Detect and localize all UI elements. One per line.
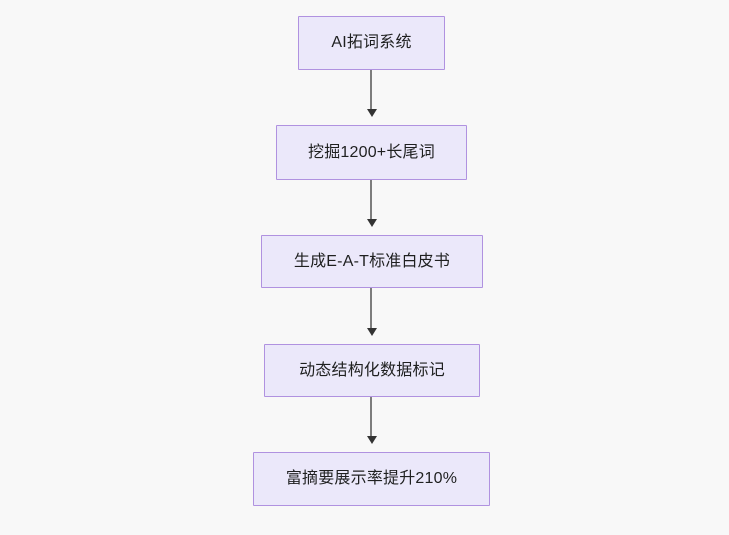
flow-node-n2[interactable]: 挖掘1200+长尾词: [276, 125, 467, 180]
edge-line: [370, 288, 372, 329]
edge-arrowhead-icon: [367, 328, 377, 336]
flow-node-n4[interactable]: 动态结构化数据标记: [264, 344, 480, 397]
flow-node-label: 生成E-A-T标准白皮书: [293, 252, 451, 270]
edge-arrowhead-icon: [367, 436, 377, 444]
flow-node-label: 富摘要展示率提升210%: [285, 470, 458, 487]
flow-node-label: AI拓词系统: [331, 34, 412, 51]
edge-line: [370, 180, 372, 220]
edge-arrowhead-icon: [367, 109, 377, 117]
flow-node-n3[interactable]: 生成E-A-T标准白皮书: [261, 235, 483, 288]
flow-node-n5[interactable]: 富摘要展示率提升210%: [253, 452, 490, 506]
flow-node-label: 动态结构化数据标记: [299, 361, 445, 379]
edge-line: [370, 397, 372, 437]
edge-line: [370, 70, 372, 110]
edge-arrowhead-icon: [367, 219, 377, 227]
flow-node-label: 挖掘1200+长尾词: [308, 143, 435, 161]
flow-node-n1[interactable]: AI拓词系统: [298, 16, 445, 70]
